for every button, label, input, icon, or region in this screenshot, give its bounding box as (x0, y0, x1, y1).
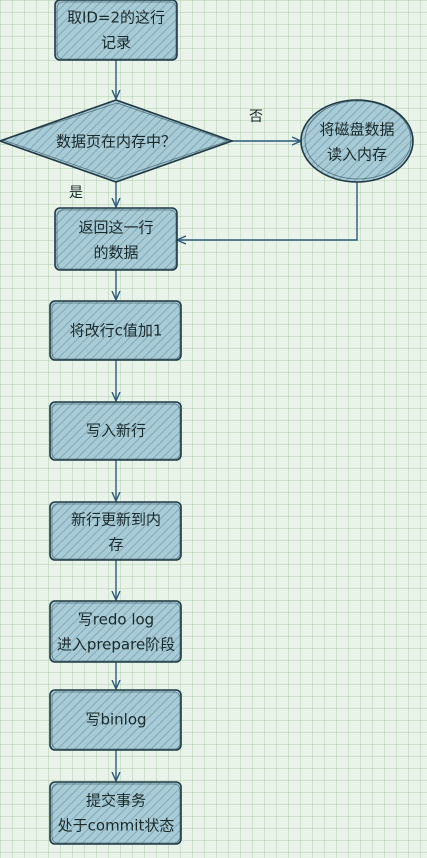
node-update-memory: 新行更新到内 存 (49, 501, 182, 561)
node-redo-log-prepare-line-2: 进入prepare阶段 (57, 636, 175, 654)
node-write-binlog: 写binlog (49, 689, 182, 751)
node-increment-c-line-1: 将改行c值加1 (70, 322, 163, 340)
edge-n3-n4 (178, 182, 358, 240)
node-return-row-data-line-1: 返回这一行 (78, 219, 153, 237)
node-increment-c: 将改行c值加1 (49, 300, 182, 361)
node-fetch-record-line-1: 取ID=2的这行 (67, 9, 165, 27)
node-commit-line-2: 处于commit状态 (58, 817, 175, 835)
node-return-row-data: 返回这一行 的数据 (54, 207, 178, 271)
node-update-memory-line-1: 新行更新到内 (71, 511, 161, 529)
node-read-disk-into-memory-line-1: 将磁盘数据 (319, 121, 394, 139)
node-write-new-row-line-1: 写入新行 (86, 422, 146, 440)
node-return-row-data-line-2: 的数据 (93, 244, 138, 262)
node-page-in-memory-decision-line-1: 数据页在内存中？ (56, 133, 176, 151)
node-fetch-record: 取ID=2的这行 记录 (54, 0, 178, 61)
node-write-binlog-line-1: 写binlog (85, 711, 146, 729)
node-fetch-record-line-2: 记录 (101, 34, 131, 52)
edge-label-yes: 是 (69, 185, 83, 201)
node-redo-log-prepare-line-1: 写redo log (78, 611, 154, 629)
node-write-new-row: 写入新行 (49, 401, 182, 461)
node-read-disk-into-memory-line-2: 读入内存 (327, 146, 387, 164)
node-redo-log-prepare: 写redo log 进入prepare阶段 (49, 600, 182, 663)
node-page-in-memory-decision: 数据页在内存中？ (0, 99, 235, 183)
edge-label-no: 否 (249, 109, 263, 125)
node-read-disk-into-memory: 将磁盘数据 读入内存 (300, 99, 414, 183)
node-commit: 提交事务 处于commit状态 (49, 781, 182, 845)
node-update-memory-line-2: 存 (108, 536, 123, 554)
node-commit-line-1: 提交事务 (86, 792, 146, 810)
edges (116, 60, 358, 780)
